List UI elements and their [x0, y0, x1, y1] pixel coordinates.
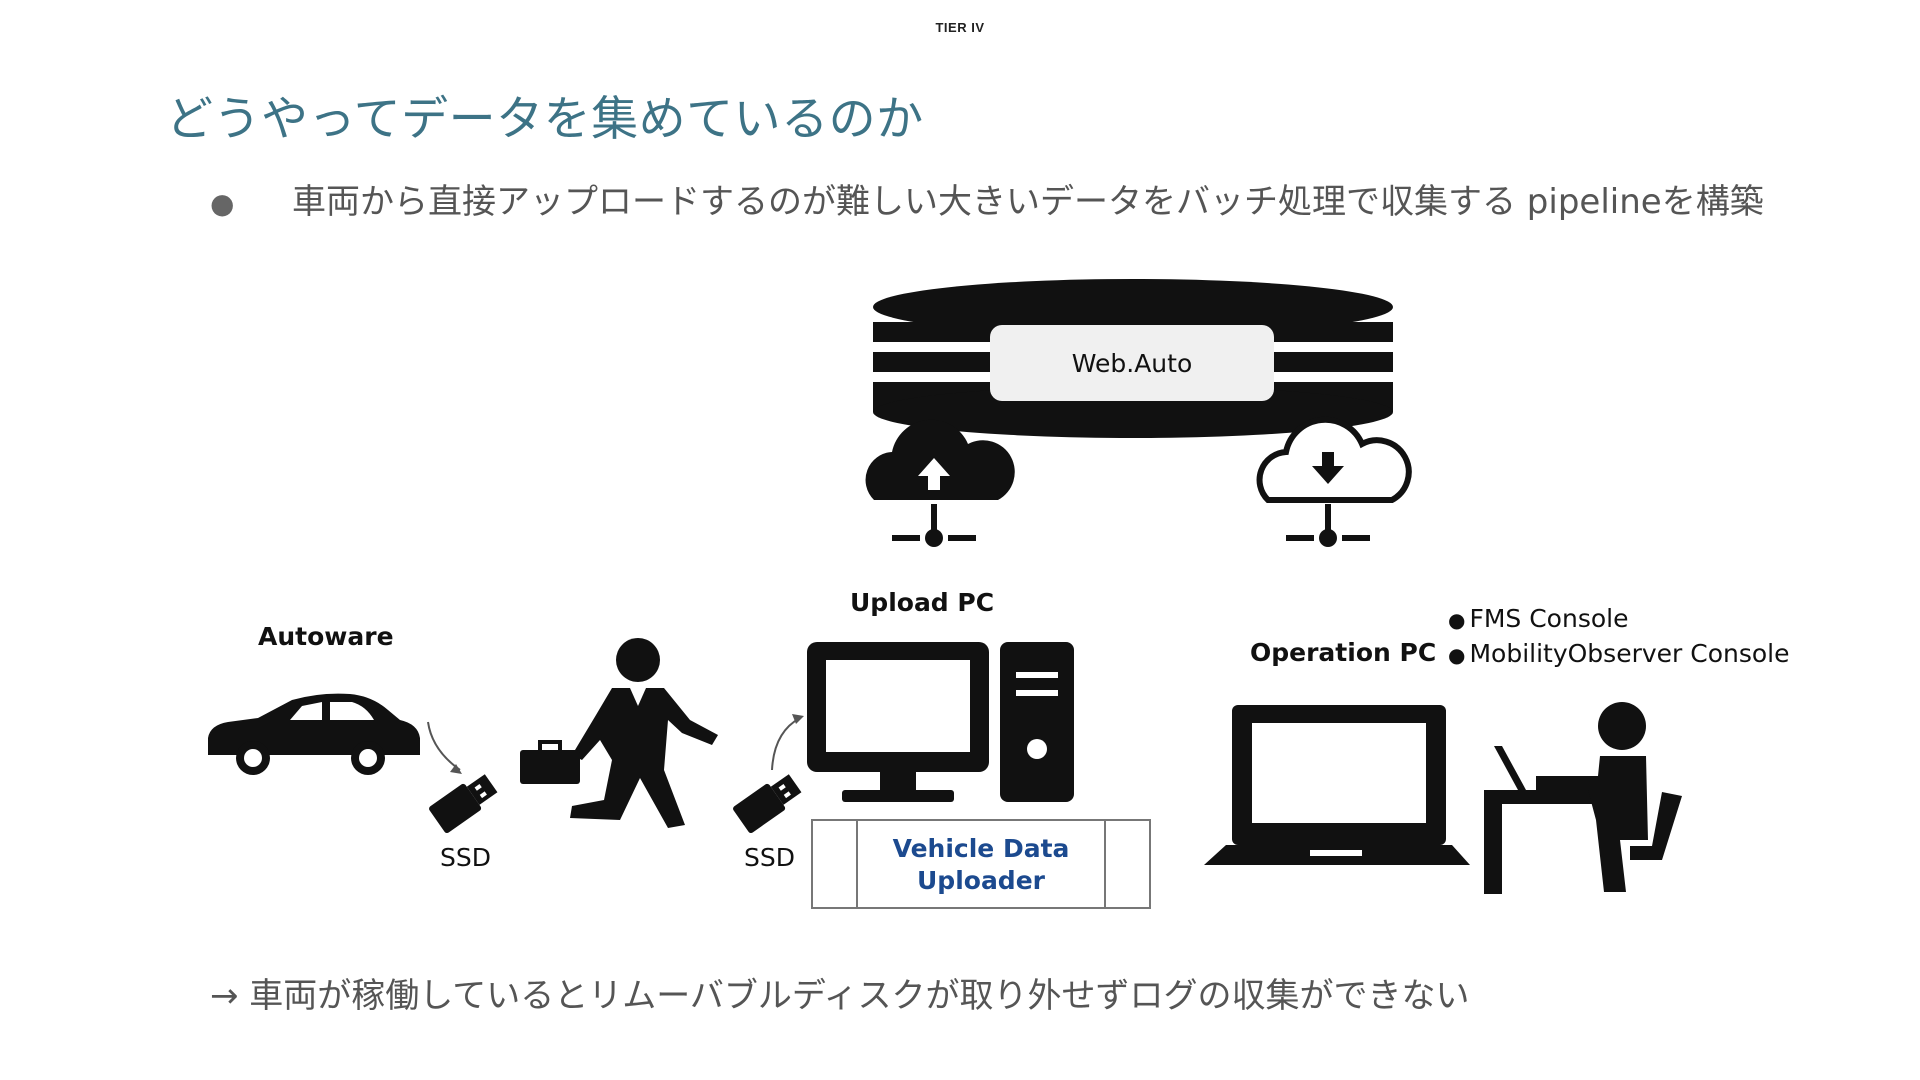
- arrow-head-icon: [450, 764, 462, 774]
- web-auto-database-icon: [873, 279, 1393, 438]
- ssd-label-2: SSD: [744, 843, 795, 872]
- ssd-icon: [733, 774, 802, 833]
- vehicle-data-uploader-label: Vehicle Data Uploader: [858, 833, 1104, 897]
- autoware-label: Autoware: [258, 622, 394, 651]
- console-item-fms: FMS Console: [1448, 602, 1790, 637]
- bullet-dot-icon: ●: [210, 187, 235, 220]
- brand-header: TIER IV: [935, 20, 985, 35]
- cloud-download-icon: [1256, 416, 1412, 547]
- upload-pc-label: Upload PC: [850, 588, 995, 617]
- ssd-icon: [429, 774, 498, 833]
- uploader-line-2: Uploader: [917, 866, 1045, 895]
- vehicle-data-uploader-box: Vehicle Data Uploader: [811, 819, 1151, 909]
- bullet-text: 車両から直接アップロードするのが難しい大きいデータをバッチ処理で収集する pip…: [292, 182, 1764, 222]
- desktop-computer-icon: [807, 642, 1074, 802]
- person-seated-icon: [1484, 702, 1682, 894]
- walking-businessman-icon: [520, 638, 718, 828]
- arrow-car-to-ssd: [427, 721, 461, 771]
- car-icon: [208, 693, 420, 775]
- console-item-mobility-observer: MobilityObserver Console: [1448, 637, 1789, 672]
- arrow-head-icon: [792, 714, 804, 724]
- laptop-icon: [1204, 705, 1470, 865]
- web-auto-label: Web.Auto: [1071, 348, 1193, 378]
- bullet-point: ● 車両から直接アップロードするのが難しい大きいデータをバッチ処理で収集する pi…: [210, 174, 1764, 223]
- operation-pc-label: Operation PC: [1250, 638, 1437, 667]
- cloud-upload-icon: [865, 419, 1015, 547]
- footer-note: → 車両が稼働しているとリムーバブルディスクが取り外せずログの収集ができない: [210, 976, 1470, 1016]
- arrow-ssd-to-upload-pc: [771, 717, 801, 771]
- uploader-line-1: Vehicle Data: [892, 834, 1070, 863]
- page-title: どうやってデータを集めているのか: [166, 92, 924, 147]
- ssd-label-1: SSD: [440, 843, 491, 872]
- console-list: FMS Console MobilityObserver Console: [1448, 602, 1790, 672]
